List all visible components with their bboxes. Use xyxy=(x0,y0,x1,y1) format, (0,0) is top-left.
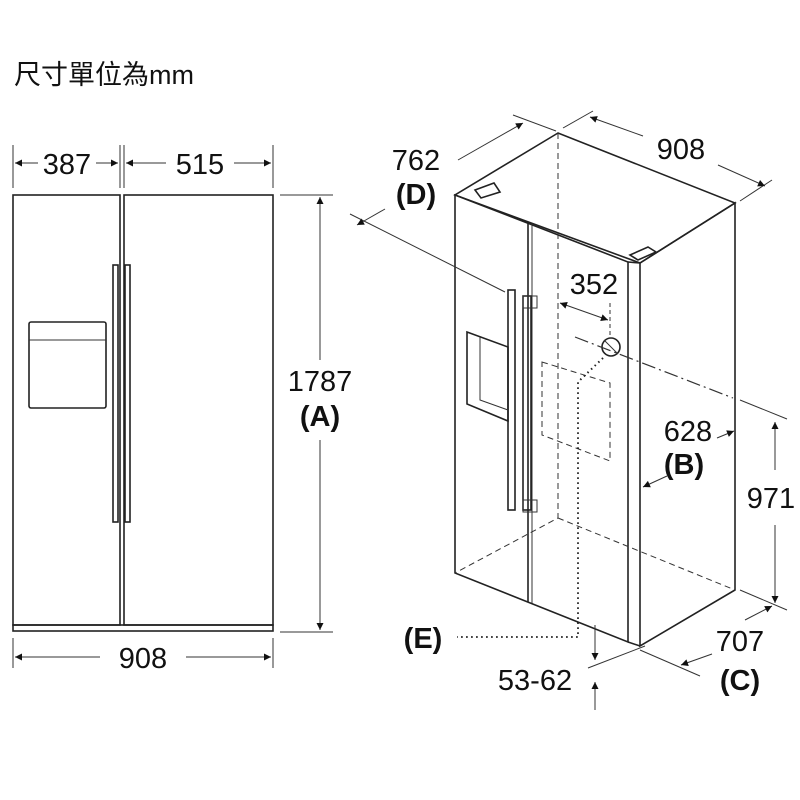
plinth xyxy=(12,624,274,632)
right-handle-iso xyxy=(522,295,532,511)
dim-right-door-width: 515 xyxy=(176,149,224,181)
dim-width-iso: 908 xyxy=(657,134,705,166)
isometric-view: 352 (E) 53-62 971 628 (B) 707 (C) 908 76… xyxy=(349,110,795,710)
label-a: (A) xyxy=(300,401,340,433)
right-handle xyxy=(124,264,131,523)
dim-side-depth: 628 xyxy=(664,416,712,448)
water-dispenser xyxy=(28,321,107,409)
front-face xyxy=(454,193,629,644)
water-dispenser-iso xyxy=(466,330,509,423)
dim-foot-height: 53-62 xyxy=(498,665,572,697)
left-door xyxy=(12,194,121,626)
label-e: (E) xyxy=(404,623,443,655)
label-b: (B) xyxy=(664,449,704,481)
front-view: 387 515 1787 (A) 908 xyxy=(12,145,353,675)
label-d: (D) xyxy=(396,179,436,211)
dim-body-depth: 707 xyxy=(716,626,764,658)
dim-height: 1787 xyxy=(288,366,353,398)
left-handle xyxy=(112,264,119,523)
units-title: 尺寸單位為mm xyxy=(14,60,194,90)
right-door xyxy=(123,194,274,626)
dim-connection-offset: 352 xyxy=(570,269,618,301)
dim-depth: 762 xyxy=(392,145,440,177)
hidden-connection-area xyxy=(541,361,611,462)
left-handle-iso xyxy=(507,289,516,511)
water-line xyxy=(457,357,604,638)
label-c: (C) xyxy=(720,665,760,697)
dim-total-width: 908 xyxy=(119,643,167,675)
dim-connection-height: 971 xyxy=(747,483,795,515)
dim-left-door-width: 387 xyxy=(43,149,91,181)
